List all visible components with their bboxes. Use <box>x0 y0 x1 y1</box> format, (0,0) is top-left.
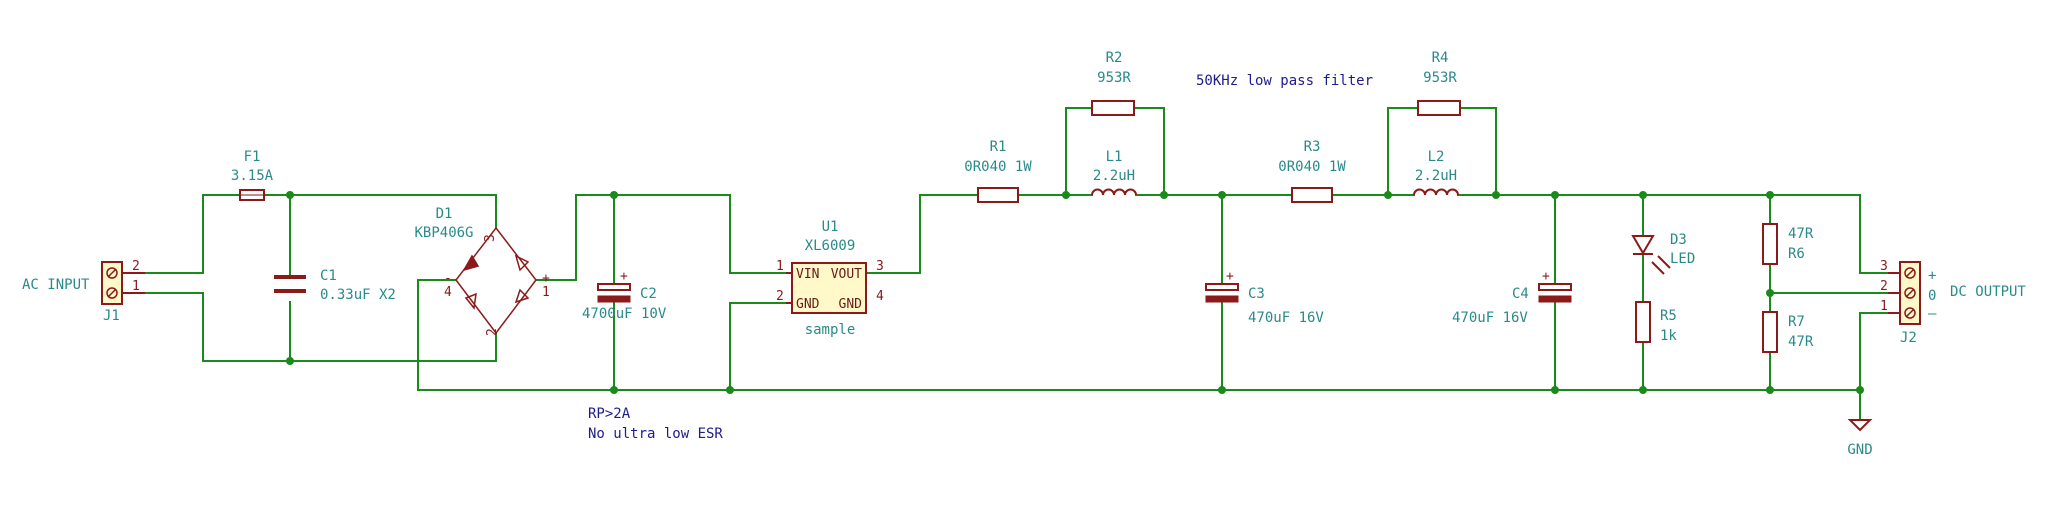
r3-ref: R3 <box>1304 139 1321 155</box>
l2-value: 2.2uH <box>1415 168 1457 184</box>
c4-plus: + <box>1542 269 1550 284</box>
f1-ref: F1 <box>244 149 261 165</box>
d1-ref: D1 <box>436 206 453 222</box>
l1-inductor[interactable]: L1 2.2uH <box>1091 149 1137 196</box>
d1-minus: - <box>444 271 452 286</box>
f1-value: 3.15A <box>231 168 274 184</box>
c3-ref: C3 <box>1248 286 1265 302</box>
r6-resistor[interactable]: 47R R6 <box>1762 223 1814 265</box>
u1-ref: U1 <box>822 219 839 235</box>
d1-plus: + <box>542 271 550 286</box>
j2-pin-2: 2 <box>1880 279 1888 294</box>
filter-note: 50KHz low pass filter <box>1196 73 1373 89</box>
c2-value: 4700uF 10V <box>582 306 667 322</box>
r5-ref: R5 <box>1660 308 1677 324</box>
esr-note: No ultra low ESR <box>588 426 723 442</box>
c4-ref: C4 <box>1512 286 1529 302</box>
r6-ref: R6 <box>1788 246 1805 262</box>
c1-value: 0.33uF X2 <box>320 287 396 303</box>
r7-resistor[interactable]: R7 47R <box>1762 311 1814 353</box>
gnd-label: GND <box>1847 442 1872 458</box>
u1-sub: sample <box>805 322 856 338</box>
u1-regulator[interactable]: U1 XL6009 sample VIN GND VOUT GND 1 2 3 … <box>776 219 884 338</box>
c4-capacitor[interactable]: + C4 470uF 16V <box>1452 269 1572 326</box>
d1-bridge-rectifier[interactable]: D1 KBP406G 3 4 1 2 + - <box>414 206 550 336</box>
c1-capacitor[interactable]: C1 0.33uF X2 <box>274 268 396 303</box>
d1-pin-4: 4 <box>444 285 452 300</box>
u1-vout-label: VOUT <box>831 267 862 282</box>
c2-ref: C2 <box>640 286 657 302</box>
d1-pin-3: 3 <box>483 234 498 242</box>
u1-vin-label: VIN <box>796 267 819 282</box>
j2-value: DC OUTPUT <box>1950 284 2026 300</box>
d3-ref: D3 <box>1670 232 1687 248</box>
r4-value: 953R <box>1423 70 1457 86</box>
u1-pin-3: 3 <box>876 259 884 274</box>
r7-value: 47R <box>1788 334 1814 350</box>
wires <box>144 107 1889 421</box>
r5-resistor[interactable]: R5 1k <box>1635 301 1677 344</box>
u1-pin-2: 2 <box>776 289 784 304</box>
r5-value: 1k <box>1660 328 1677 344</box>
r4-resistor[interactable]: R4 953R <box>1417 50 1461 116</box>
r3-resistor[interactable]: R3 0R040 1W <box>1278 139 1346 203</box>
j2-mark-zero: 0 <box>1928 288 1936 304</box>
j2-mark-plus: + <box>1928 268 1936 284</box>
d3-led[interactable]: D3 LED <box>1631 232 1695 275</box>
f1-fuse[interactable]: F1 3.15A <box>231 149 274 201</box>
l2-ref: L2 <box>1428 149 1445 165</box>
r6-value: 47R <box>1788 226 1814 242</box>
c1-ref: C1 <box>320 268 337 284</box>
d3-value: LED <box>1670 251 1695 267</box>
l1-value: 2.2uH <box>1093 168 1135 184</box>
c3-value: 470uF 16V <box>1248 310 1324 326</box>
j2-pin-3: 3 <box>1880 259 1888 274</box>
c4-value: 470uF 16V <box>1452 310 1528 326</box>
r7-ref: R7 <box>1788 314 1805 330</box>
u1-gnd-in-label: GND <box>796 297 820 312</box>
u1-value: XL6009 <box>805 238 856 254</box>
c3-plus: + <box>1226 269 1234 284</box>
j1-pin-2: 2 <box>132 259 140 274</box>
u1-gnd-out-label: GND <box>839 297 863 312</box>
d1-pin-1: 1 <box>542 285 550 300</box>
r1-ref: R1 <box>990 139 1007 155</box>
r4-ref: R4 <box>1432 50 1449 66</box>
r3-value: 0R040 1W <box>1278 159 1346 175</box>
r1-resistor[interactable]: R1 0R040 1W <box>964 139 1032 203</box>
r1-value: 0R040 1W <box>964 159 1032 175</box>
r2-resistor[interactable]: R2 953R <box>1091 50 1135 116</box>
junctions <box>286 191 1864 394</box>
j2-ref: J2 <box>1900 330 1917 346</box>
j1-value: AC INPUT <box>22 277 90 293</box>
j2-connector[interactable]: 3 2 1 + 0 – DC OUTPUT J2 <box>1880 259 2026 346</box>
c2-plus: + <box>620 269 628 284</box>
j2-mark-minus: – <box>1928 306 1937 322</box>
d1-pin-2: 2 <box>485 328 500 336</box>
u1-pin-4: 4 <box>876 289 884 304</box>
j2-pin-1: 1 <box>1880 299 1888 314</box>
u1-pin-1: 1 <box>776 259 784 274</box>
j1-pin-1: 1 <box>132 279 140 294</box>
c3-capacitor[interactable]: + C3 470uF 16V <box>1205 269 1324 326</box>
l1-ref: L1 <box>1106 149 1123 165</box>
r2-ref: R2 <box>1106 50 1123 66</box>
c2-capacitor[interactable]: + C2 4700uF 10V <box>582 269 667 322</box>
j1-connector[interactable]: AC INPUT J1 2 1 <box>22 259 145 324</box>
rp-note: RP>2A <box>588 406 631 422</box>
r2-value: 953R <box>1097 70 1131 86</box>
l2-inductor[interactable]: L2 2.2uH <box>1413 149 1459 196</box>
gnd-symbol: GND <box>1847 419 1873 458</box>
j1-ref: J1 <box>103 308 120 324</box>
d1-value: KBP406G <box>414 225 473 241</box>
